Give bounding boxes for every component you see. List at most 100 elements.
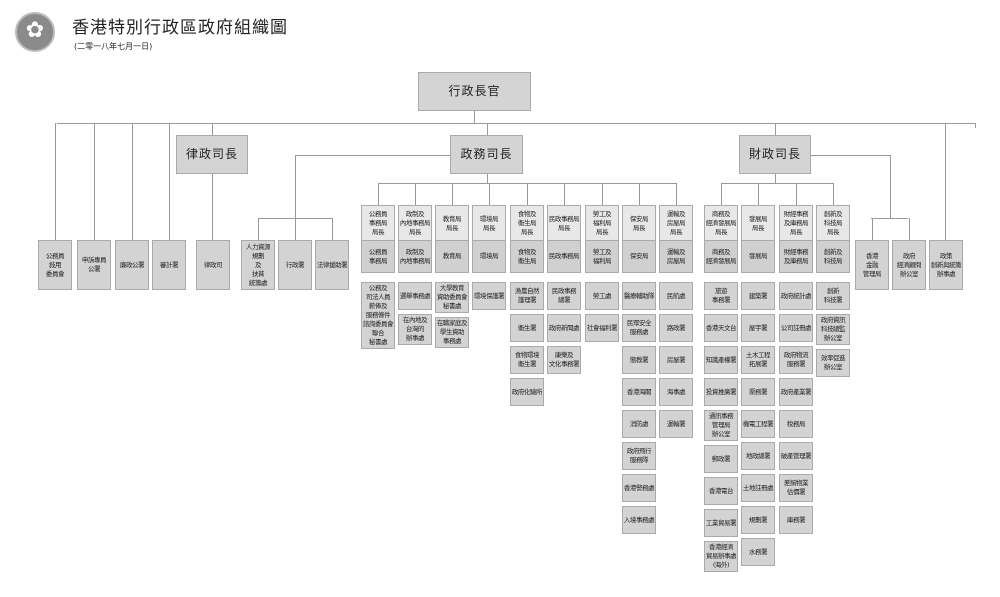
- department-box: 民眾安全 服務處: [622, 314, 656, 342]
- bureau-box: 環境局: [472, 240, 506, 273]
- department-box: 香港電台: [704, 477, 738, 505]
- department-box: 屋宇署: [741, 314, 775, 342]
- department-box: 公司註冊處: [779, 314, 813, 342]
- department-of-justice-box: 律政司: [196, 240, 230, 290]
- bureau-box: 民政事務局: [547, 240, 581, 273]
- cs-direct-office: 法律援助署: [315, 240, 349, 290]
- department-box: 衞生署: [510, 314, 544, 342]
- connector-line: [602, 183, 603, 205]
- department-box: 海事處: [659, 378, 693, 406]
- fs-direct-office: 政府 經濟顧問 辦公室: [892, 240, 926, 290]
- connector-line: [415, 183, 416, 205]
- department-box: 旅遊 事務署: [704, 282, 738, 310]
- department-box: 政府物流 服務署: [779, 346, 813, 374]
- connector-line: [975, 123, 976, 128]
- chief-secretary-box: 政務司長: [450, 135, 523, 174]
- connector-line: [564, 183, 565, 205]
- bureau-head-box: 公務員 事務局 局長: [361, 205, 395, 241]
- department-box: 創新 科技署: [816, 282, 850, 310]
- connector-line: [94, 123, 95, 240]
- connector-line: [295, 155, 450, 156]
- ce-direct-office: 審計署: [152, 240, 186, 290]
- ce-direct-office: 公務員 敍用 委員會: [38, 240, 72, 290]
- connector-line: [676, 183, 677, 205]
- department-box: 在職家庭及 學生資助 事務處: [435, 317, 469, 348]
- department-box: 效率促進 辦公室: [816, 349, 850, 377]
- department-box: 食物環境 衞生署: [510, 346, 544, 374]
- connector-line: [775, 174, 776, 183]
- connector-line: [721, 183, 833, 184]
- department-box: 工業貿易署: [704, 509, 738, 537]
- department-box: 懲教署: [622, 346, 656, 374]
- bureau-box: 勞工及 福利局: [585, 240, 619, 273]
- bureau-head-box: 勞工及 福利局 局長: [585, 205, 619, 241]
- connector-line: [489, 183, 490, 205]
- department-box: 土地註冊處: [741, 474, 775, 502]
- department-box: 公務及 司法人員 薪俸及 服務條件 諮詢委員會 聯合 秘書處: [361, 282, 395, 349]
- department-box: 土木工程 拓展署: [741, 346, 775, 374]
- department-box: 消防處: [622, 410, 656, 438]
- connector-line: [527, 183, 528, 205]
- department-box: 環境保護署: [472, 282, 506, 310]
- department-box: 郵政署: [704, 445, 738, 473]
- chart-date: (二零一八年七月一日): [74, 42, 153, 51]
- department-box: 大學教育 資助委員會 秘書處: [435, 282, 469, 313]
- department-box: 政府新聞處: [547, 314, 581, 342]
- cs-direct-office: 人力資源 規劃 及 扶貧 統籌處: [241, 240, 275, 290]
- department-box: 醫療輔助隊: [622, 282, 656, 310]
- bureau-box: 食物及 衞生局: [510, 240, 544, 273]
- department-box: 政府飛行 服務隊: [622, 442, 656, 470]
- department-box: 通訊事務 管理局 辦公室: [704, 410, 738, 441]
- connector-line: [487, 174, 488, 183]
- department-box: 勞工處: [585, 282, 619, 310]
- bureau-head-box: 發展局 局長: [741, 205, 775, 241]
- connector-line: [758, 183, 759, 205]
- connector-line: [872, 218, 873, 240]
- connector-line: [639, 183, 640, 205]
- department-box: 政府資訊 科技總監 辦公室: [816, 314, 850, 345]
- bureau-head-box: 教育局 局長: [435, 205, 469, 241]
- ce-direct-office: 廉政公署: [115, 240, 149, 290]
- department-box: 水務署: [741, 538, 775, 566]
- connector-line: [57, 123, 975, 124]
- department-box: 渠務署: [741, 378, 775, 406]
- cs-direct-office: 行政署: [278, 240, 312, 290]
- connector-line: [258, 218, 259, 240]
- department-box: 香港天文台: [704, 314, 738, 342]
- connector-line: [796, 183, 797, 205]
- connector-line: [295, 155, 296, 218]
- bureau-head-box: 民政事務局 局長: [547, 205, 581, 241]
- bureau-box: 保安局: [622, 240, 656, 273]
- ce-direct-office: 申訴專員 公署: [77, 240, 111, 290]
- department-box: 政府化驗所: [510, 378, 544, 406]
- connector-line: [132, 123, 133, 240]
- department-box: 地政總署: [741, 442, 775, 470]
- bureau-head-box: 食物及 衞生局 局長: [510, 205, 544, 241]
- connector-line: [945, 123, 946, 240]
- department-box: 康樂及 文化事務署: [547, 346, 581, 374]
- department-box: 民政事務 總署: [547, 282, 581, 310]
- department-box: 漁農自然 護理署: [510, 282, 544, 310]
- bureau-head-box: 保安局 局長: [622, 205, 656, 241]
- connector-line: [909, 218, 910, 240]
- connector-line: [452, 183, 453, 205]
- department-box: 路政署: [659, 314, 693, 342]
- bureau-box: 發展局: [741, 240, 775, 273]
- department-box: 香港經濟 貿易辦事處 (海外): [704, 541, 738, 572]
- department-box: 知識產權署: [704, 346, 738, 374]
- connector-line: [833, 183, 834, 205]
- department-box: 庫務署: [779, 506, 813, 534]
- financial-secretary-box: 財政司長: [739, 135, 811, 174]
- fs-direct-office: 香港 金融 管理局: [855, 240, 889, 290]
- bureau-box: 運輸及 房屋局: [659, 240, 693, 273]
- hksar-emblem-logo: [15, 12, 55, 52]
- policy-innovation-office: 政策 創新與統籌 辦事處: [929, 240, 963, 290]
- connector-line: [721, 183, 722, 205]
- department-box: 入境事務處: [622, 506, 656, 534]
- bureau-head-box: 環境局 局長: [472, 205, 506, 241]
- chief-executive-box: 行政長官: [418, 72, 531, 111]
- connector-line: [487, 123, 488, 135]
- bureau-head-box: 商務及 經濟發展局 局長: [704, 205, 738, 241]
- connector-line: [378, 183, 379, 205]
- department-box: 稅務局: [779, 410, 813, 438]
